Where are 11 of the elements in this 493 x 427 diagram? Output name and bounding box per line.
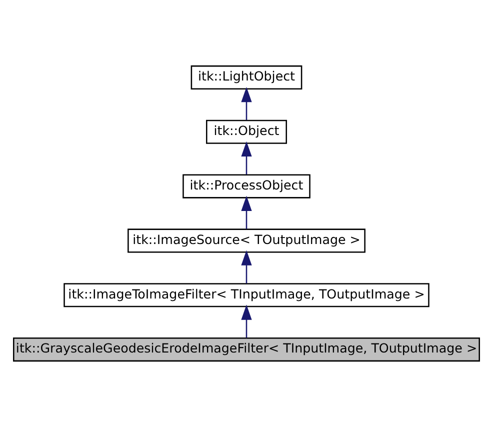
arrow [241,86,252,120]
arrow [241,141,252,175]
node-box: itk::GrayscaleGeodesicErodeImageFilter< TInputImage, TOutputImage > [13,338,480,362]
arrow [241,196,252,229]
arrow [241,304,252,338]
arrow [241,250,252,284]
node-box: itk::Object [206,120,287,144]
node-box: itk::ImageToImageFilter< TInputImage, TOutputImage > [64,283,430,308]
node-box: itk::ProcessObject [182,174,310,198]
node-box: itk::LightObject [190,65,302,90]
node-box: itk::ImageSource< TOutputImage > [128,228,366,253]
